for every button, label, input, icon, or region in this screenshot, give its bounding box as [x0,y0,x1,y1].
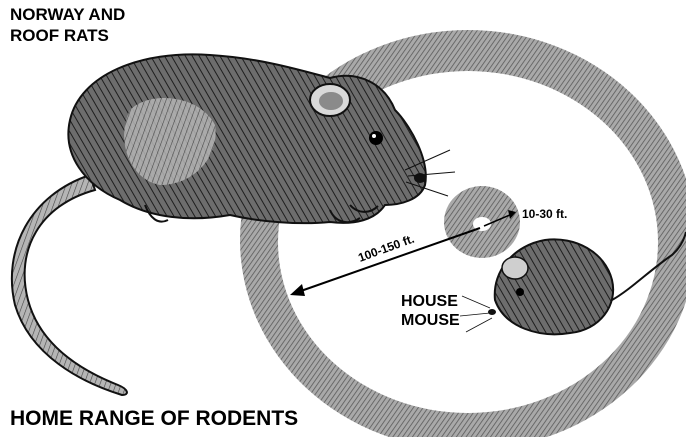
rats-label-line2: ROOF RATS [10,26,109,45]
mouse-label-line1: HOUSE [401,293,458,310]
diagram-title: HOME RANGE OF RODENTS [10,407,298,430]
mouse-range-label: 10-30 ft. [522,207,567,221]
mouse-label-line2: MOUSE [401,312,460,329]
rats-label-line1: NORWAY AND [10,5,125,24]
mouse-home-range-ring [444,186,520,258]
